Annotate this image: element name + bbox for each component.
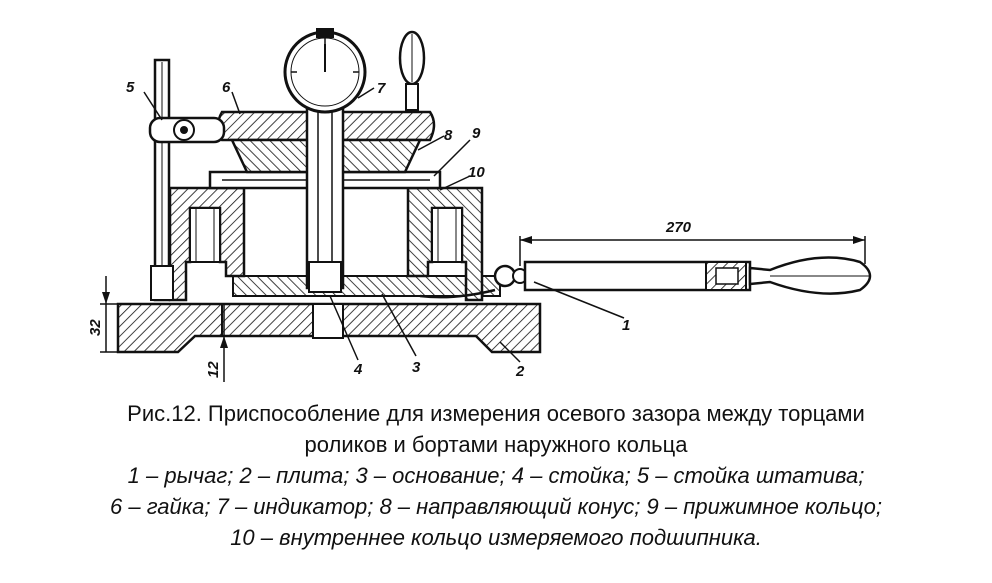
caption-legend-line-2: 6 – гайка; 7 – индикатор; 8 – направляющ…	[110, 494, 882, 519]
label-part-8: 8	[444, 127, 453, 144]
dimension-height-label: 32	[87, 319, 104, 336]
label-part-9: 9	[472, 125, 481, 142]
caption-title-line-2: роликов и бортами наружного кольца	[304, 432, 688, 457]
caption-legend-line-1: 1 – рычаг; 2 – плита; 3 – основание; 4 –…	[127, 463, 865, 488]
label-part-1: 1	[622, 317, 630, 334]
lever	[419, 256, 872, 299]
outer-ring-section	[168, 186, 484, 302]
label-part-5: 5	[126, 79, 135, 96]
figure-caption: Рис.12. Приспособление для измерения осе…	[0, 398, 992, 553]
leader-lines	[143, 87, 625, 363]
label-part-2: 2	[515, 363, 525, 380]
dimension-thickness-label: 12	[205, 361, 222, 378]
dimension-32: 32	[87, 276, 118, 353]
center-post	[305, 86, 345, 293]
stand-post	[148, 58, 226, 302]
label-part-3: 3	[412, 359, 421, 376]
dial-indicator	[283, 28, 367, 114]
fixture-drawing: 270 32 12 5 6 7 8 9 10 1 2 3 4	[87, 28, 872, 382]
base-plate	[116, 302, 542, 354]
label-part-4: 4	[353, 361, 363, 378]
dimension-270: 270	[519, 219, 866, 266]
label-part-10: 10	[468, 164, 485, 181]
label-part-7: 7	[377, 80, 386, 97]
caption-title-line-1: Рис.12. Приспособление для измерения осе…	[127, 401, 865, 426]
caption-legend-line-3: 10 – внутреннее кольцо измеряемого подши…	[230, 525, 762, 550]
base-plate-upper	[232, 275, 501, 297]
dimension-12: 12	[205, 304, 232, 382]
top-knob	[398, 30, 426, 111]
label-part-6: 6	[222, 79, 231, 96]
dimension-length-label: 270	[665, 219, 692, 236]
